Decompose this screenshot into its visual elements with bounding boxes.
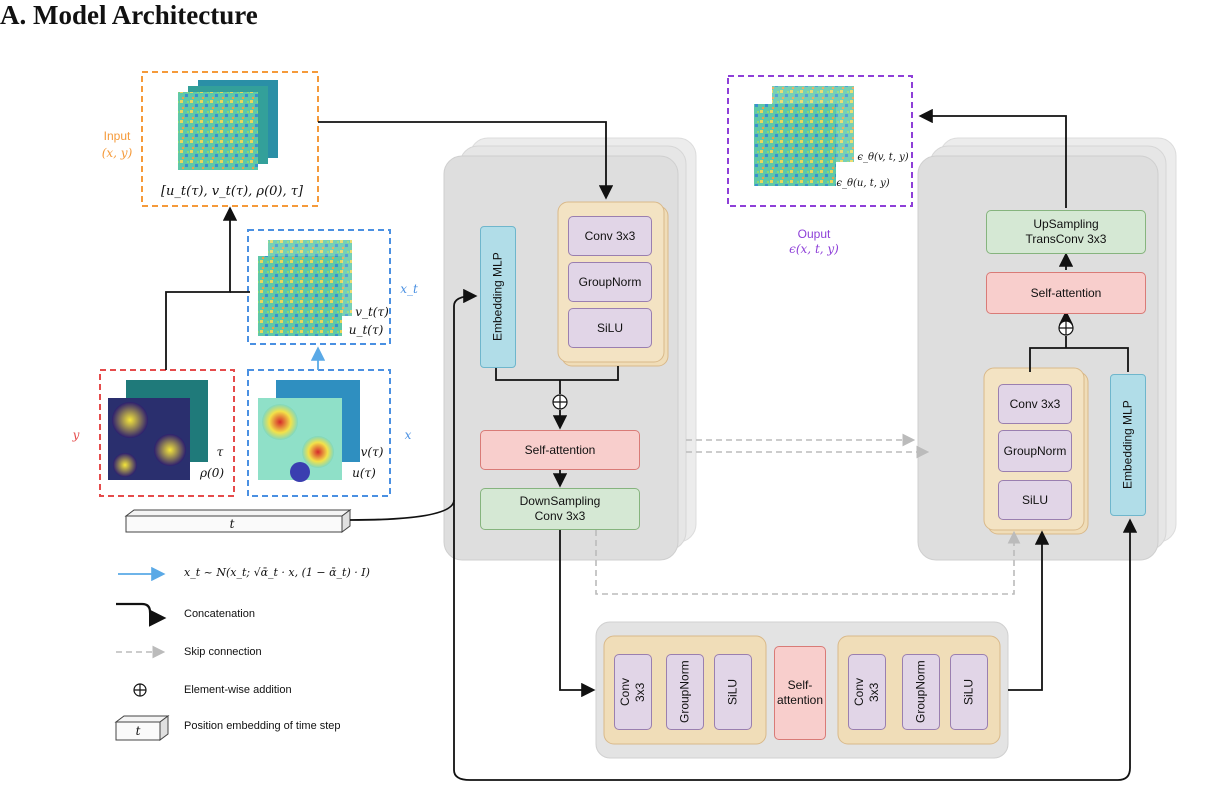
output-frame — [727, 75, 913, 207]
xt-field-stack — [258, 240, 352, 336]
bottleneck-groupnorm-2: GroupNorm — [902, 654, 940, 730]
encoder-groupnorm: GroupNorm — [568, 262, 652, 302]
legend-concat-label: Concatenation — [184, 608, 255, 620]
time-bar-label: t — [229, 516, 235, 531]
bottleneck-groupnorm-1: GroupNorm — [666, 654, 704, 730]
x-field-stack — [258, 380, 360, 482]
legend-time-box — [114, 715, 170, 741]
legend-concat-arrow — [116, 602, 167, 627]
legend-pos-t: t — [135, 723, 141, 738]
encoder-downsampling: DownSampling Conv 3x3 — [480, 488, 640, 530]
legend-add-icon — [133, 683, 147, 697]
connection-arrows — [165, 108, 1138, 781]
input-frame — [141, 71, 319, 207]
x-frame — [247, 369, 391, 497]
add-circles — [552, 320, 1074, 410]
x-u-label: u(τ) — [352, 465, 376, 480]
decoder-silu: SiLU — [998, 480, 1072, 520]
bottleneck-conv-1: Conv 3x3 — [614, 654, 652, 730]
xt-u-label: u_t(τ) — [348, 322, 384, 337]
legend-add-label: Element-wise addition — [184, 684, 292, 696]
xt-v-label: v_t(τ) — [355, 304, 389, 319]
xt-frame — [247, 229, 391, 345]
bottleneck-self-attention: Self- attention — [774, 646, 826, 740]
decoder-self-attention: Self-attention — [986, 272, 1146, 314]
encoder-silu: SiLU — [568, 308, 652, 348]
decoder-conv: Conv 3x3 — [998, 384, 1072, 424]
y-label: y — [72, 427, 80, 442]
input-caption: [u_t(τ), v_t(τ), ρ(0), τ] — [160, 183, 304, 199]
encoder-self-attention: Self-attention — [480, 430, 640, 470]
output-label: Ouput — [797, 226, 831, 241]
decoder-groupnorm: GroupNorm — [998, 430, 1072, 472]
legend-skip-label: Skip connection — [184, 646, 262, 658]
bottleneck-conv-2: Conv 3x3 — [848, 654, 886, 730]
encoder-conv: Conv 3x3 — [568, 216, 652, 256]
encoder-embedding-mlp: Embedding MLP — [480, 226, 516, 368]
y-rho-label: ρ(0) — [199, 465, 225, 480]
time-bar — [124, 509, 352, 533]
x-label: x — [404, 427, 412, 442]
input-field-stack — [178, 80, 278, 170]
output-eps-v: ϵ_θ(v, t, y) — [857, 151, 909, 163]
xt-label: x_t — [400, 281, 418, 296]
input-vars: (x, y) — [101, 145, 133, 160]
output-field-stack — [754, 86, 854, 186]
x-v-label: v(τ) — [360, 444, 384, 459]
y-field-stack — [108, 380, 208, 480]
bottleneck-silu-2: SiLU — [950, 654, 988, 730]
legend-formula: x_t ~ N(x_t; √ᾱ_t · x, (1 − ᾱ_t) · I) — [184, 566, 370, 579]
output-eps-u: ϵ_θ(u, t, y) — [836, 177, 890, 189]
y-tau-label: τ — [216, 444, 224, 459]
output-eps: ϵ(x, t, y) — [789, 241, 839, 256]
decoder-upsampling: UpSampling TransConv 3x3 — [986, 210, 1146, 254]
legend-pos-label: Position embedding of time step — [184, 720, 341, 732]
bottleneck-silu-1: SiLU — [714, 654, 752, 730]
input-label: Input — [103, 128, 131, 143]
figure-heading: A. Model Architecture — [0, 0, 258, 30]
decoder-embedding-mlp: Embedding MLP — [1110, 374, 1146, 516]
skip-connections — [595, 433, 1021, 595]
